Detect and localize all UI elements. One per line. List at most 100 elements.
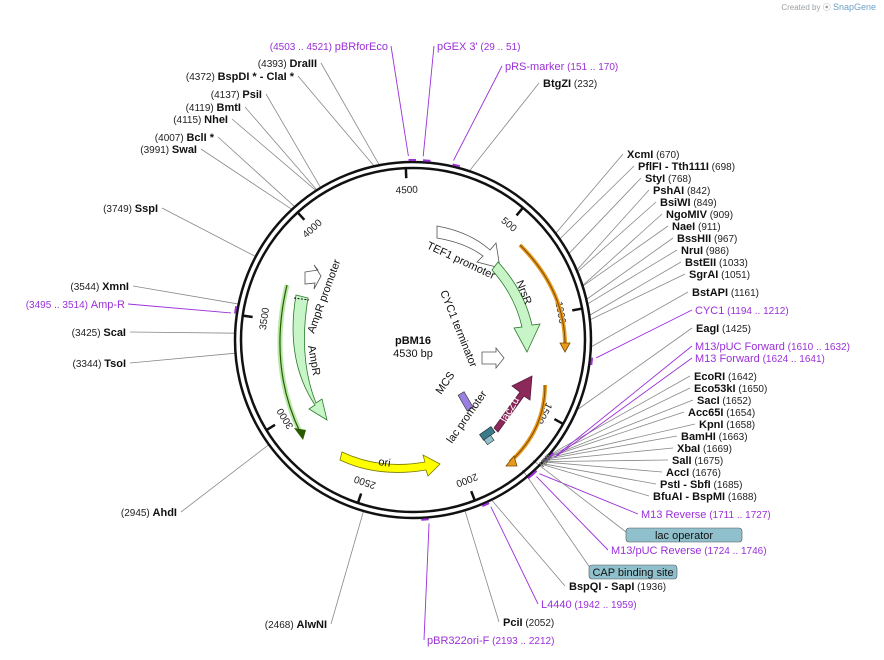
primer-mark-7[interactable] <box>527 472 535 480</box>
site-label-18[interactable]: BsiWI (849) <box>660 197 717 209</box>
site-label-14[interactable]: XcmI (670) <box>627 149 679 161</box>
site-label-15[interactable]: PflFI - Tth111I (698) <box>638 161 735 173</box>
boxed-feature-0[interactable] <box>625 527 743 543</box>
site-label-3[interactable]: (4119) BmtI <box>186 102 241 114</box>
primer-label-7[interactable]: M13/pUC Reverse (1724 .. 1746) <box>611 545 767 557</box>
primer-coord-8: (1942 .. 1959) <box>572 600 637 611</box>
ori-arrow[interactable] <box>339 451 441 477</box>
site-label-9[interactable]: (3425) ScaI <box>72 327 126 339</box>
primer-mark-5[interactable] <box>545 454 553 462</box>
site-label-4[interactable]: (4115) NheI <box>173 114 228 126</box>
boxed-feature-1[interactable] <box>588 564 678 580</box>
ampr-arrow[interactable] <box>292 294 328 421</box>
site-label-31[interactable]: KpnI (1658) <box>699 419 755 431</box>
site-label-38[interactable]: BspQI - SapI (1936) <box>569 581 666 593</box>
site-label-25[interactable]: BstAPI (1161) <box>692 287 759 299</box>
site-label-36[interactable]: PstI - SbfI (1685) <box>660 479 742 491</box>
site-label-6[interactable]: (3991) SwaI <box>140 144 197 156</box>
primer-label-9[interactable]: pBR322ori-F (2193 .. 2212) <box>427 635 554 647</box>
primer-mark-1[interactable] <box>422 159 431 162</box>
site-name-4: NheI <box>204 114 228 126</box>
site-name-25: BstAPI <box>692 287 728 299</box>
site-name-12: AlwNI <box>296 619 327 631</box>
site-label-17[interactable]: PshAI (842) <box>653 185 710 197</box>
site-coord-39: (2052) <box>523 618 555 629</box>
site-label-39[interactable]: PciI (2052) <box>503 617 554 629</box>
site-label-2[interactable]: (4137) PsiI <box>211 89 262 101</box>
site-name-16: StyI <box>645 173 665 185</box>
site-label-0[interactable]: (4393) DraIII <box>258 58 317 70</box>
site-label-10[interactable]: (3344) TsoI <box>73 358 126 370</box>
primer-mark-8[interactable] <box>481 502 490 508</box>
lacz-alpha-arrow[interactable] <box>493 375 533 433</box>
site-label-8[interactable]: (3544) XmnI <box>70 281 129 293</box>
site-label-24[interactable]: SgrAI (1051) <box>689 269 750 281</box>
site-name-26: EagI <box>696 323 719 335</box>
site-leader-10 <box>129 352 236 364</box>
site-label-23[interactable]: BstEII (1033) <box>685 257 748 269</box>
site-label-26[interactable]: EagI (1425) <box>696 323 751 335</box>
site-name-9: ScaI <box>103 327 126 339</box>
site-leader-1 <box>297 75 375 167</box>
site-leader-29 <box>546 399 694 458</box>
cluster-tick-1 <box>545 455 551 461</box>
site-label-5[interactable]: (4007) BclI * <box>155 132 215 144</box>
site-leader-15 <box>559 165 635 240</box>
site-label-21[interactable]: BssHII (967) <box>677 233 737 245</box>
primer-label-6[interactable]: M13 Reverse (1711 .. 1727) <box>641 509 771 521</box>
site-label-37[interactable]: BfuAI - BspMI (1688) <box>653 491 757 503</box>
tef1-promoter-arrow[interactable] <box>436 225 501 269</box>
site-label-13[interactable]: BtgZI (232) <box>543 78 597 90</box>
site-name-39: PciI <box>503 617 523 629</box>
site-label-16[interactable]: StyI (768) <box>645 173 691 185</box>
primer-name-3: CYC1 <box>695 305 724 317</box>
site-label-19[interactable]: NgoMIV (909) <box>666 209 733 221</box>
primer-label-5[interactable]: M13 Forward (1624 .. 1641) <box>695 353 825 365</box>
primer-coord-9: (2193 .. 2212) <box>489 636 554 647</box>
site-label-7[interactable]: (3749) SspI <box>103 203 158 215</box>
primer-label-2[interactable]: pRS-marker (151 .. 170) <box>505 61 618 73</box>
primer-label-4[interactable]: M13/pUC Forward (1610 .. 1632) <box>695 341 850 353</box>
site-name-28: Eco53kI <box>694 383 736 395</box>
backbone-outer <box>233 160 593 520</box>
boxed-feature-label-1: CAP binding site <box>592 567 673 579</box>
primer-label-0[interactable]: (4503 .. 4521) pBRforEco <box>270 41 388 53</box>
site-label-30[interactable]: Acc65I (1654) <box>688 407 755 419</box>
primer-label-3[interactable]: CYC1 (1194 .. 1212) <box>695 305 789 317</box>
site-label-12[interactable]: (2468) AlwNI <box>265 619 327 631</box>
site-coord-4: (4115) <box>173 115 204 126</box>
primer-label-10[interactable]: (3495 .. 3514) Amp-R <box>26 299 125 311</box>
primer-leader-8 <box>490 506 539 605</box>
site-leader-0 <box>320 62 380 166</box>
primer-label-8[interactable]: L4440 (1942 .. 1959) <box>541 599 637 611</box>
mcs-block[interactable] <box>457 391 474 412</box>
site-coord-37: (1688) <box>725 492 757 503</box>
primer-mark-10[interactable] <box>233 305 238 314</box>
cyc1-terminator-marker[interactable] <box>481 346 505 370</box>
site-label-22[interactable]: NruI (986) <box>681 245 729 257</box>
site-leader-33 <box>543 447 674 461</box>
site-label-33[interactable]: XbaI (1669) <box>677 443 732 455</box>
site-leader-19 <box>582 213 663 286</box>
primer-mark-3[interactable] <box>590 357 594 366</box>
site-label-27[interactable]: EcoRI (1642) <box>694 371 757 383</box>
site-coord-30: (1654) <box>723 408 755 419</box>
site-label-1[interactable]: (4372) BspDI * - ClaI * <box>186 71 295 83</box>
site-label-35[interactable]: AccI (1676) <box>666 467 721 479</box>
primer-label-1[interactable]: pGEX 3' (29 .. 51) <box>437 41 520 53</box>
site-label-34[interactable]: SalI (1675) <box>672 455 723 467</box>
site-label-28[interactable]: Eco53kI (1650) <box>694 383 767 395</box>
site-label-20[interactable]: NaeI (911) <box>672 221 721 233</box>
site-leader-18 <box>577 201 657 273</box>
site-name-37: BfuAI - BspMI <box>653 491 725 503</box>
site-label-11[interactable]: (2945) AhdI <box>121 507 177 519</box>
site-label-32[interactable]: BamHI (1663) <box>681 431 748 443</box>
site-coord-36: (1685) <box>711 480 743 491</box>
ampr-promoter-arrow[interactable] <box>304 264 322 290</box>
primer-mark-2[interactable] <box>452 163 461 168</box>
site-leader-7 <box>161 207 256 257</box>
nrsr-arrow[interactable] <box>491 261 541 353</box>
site-label-29[interactable]: SacI (1652) <box>697 395 751 407</box>
site-coord-32: (1663) <box>716 432 748 443</box>
site-name-30: Acc65I <box>688 407 723 419</box>
